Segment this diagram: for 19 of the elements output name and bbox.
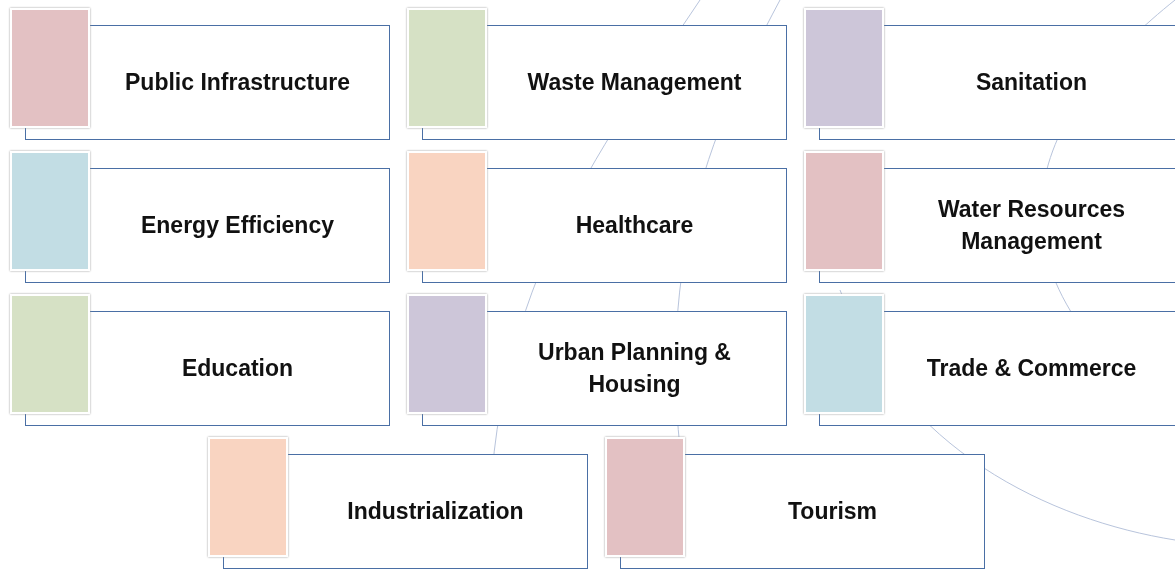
topic-title: Healthcare (575, 210, 694, 240)
topic-title: Tourism (788, 496, 877, 526)
topic-title: Urban Planning & Housing (537, 338, 732, 399)
topic-title: Public Infrastructure (125, 67, 350, 97)
topic-card (10, 151, 390, 283)
topic-card (605, 437, 985, 569)
topic-title: Waste Management (527, 67, 742, 97)
topic-card (407, 8, 787, 140)
topic-title: Energy Efficiency (141, 210, 334, 240)
topic-card (407, 294, 787, 426)
topic-title: Trade & Commerce (926, 353, 1137, 383)
topic-card (407, 151, 787, 283)
topic-title: Industrialization (347, 496, 524, 526)
topic-card (10, 8, 390, 140)
topic-title: Water Resources Management (936, 195, 1127, 256)
topic-card (208, 437, 588, 569)
topic-title: Education (181, 353, 294, 383)
topic-title: Sanitation (975, 67, 1088, 97)
topic-card (10, 294, 390, 426)
